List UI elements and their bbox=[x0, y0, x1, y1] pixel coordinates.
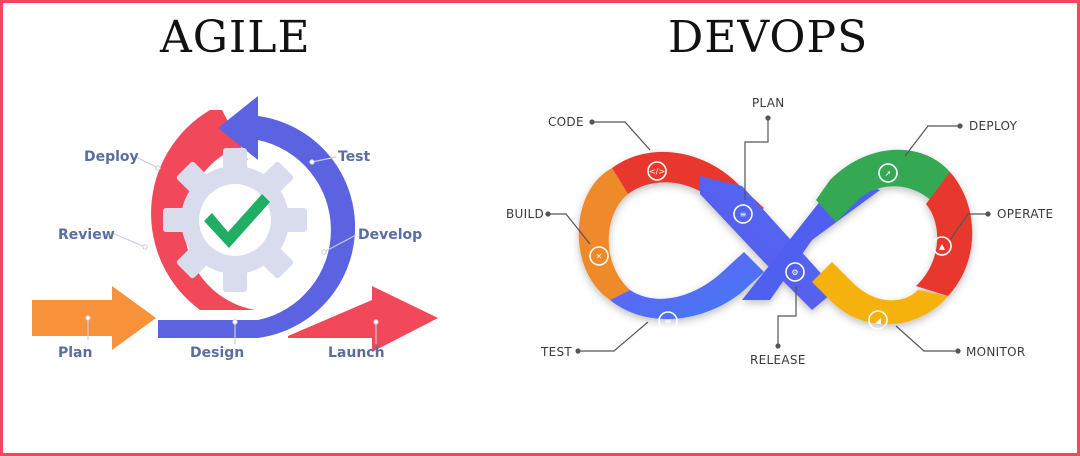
svg-text:≡: ≡ bbox=[740, 210, 747, 219]
devops-operate-segment bbox=[916, 172, 973, 296]
agile-label-test: Test bbox=[338, 149, 371, 165]
devops-label-deploy: DEPLOY bbox=[969, 119, 1018, 133]
operate-icon bbox=[932, 236, 952, 256]
checkmark-icon bbox=[204, 194, 270, 248]
devops-label-monitor: MONITOR bbox=[966, 345, 1026, 359]
agile-label-deploy: Deploy bbox=[84, 149, 139, 165]
plan-icon bbox=[733, 204, 753, 224]
agile-label-design: Design bbox=[190, 345, 244, 361]
svg-text:▲: ▲ bbox=[939, 242, 946, 251]
devops-infinity bbox=[578, 149, 973, 325]
code-icon bbox=[647, 161, 667, 181]
devops-label-plan: PLAN bbox=[752, 96, 785, 110]
devops-monitor-segment bbox=[812, 262, 948, 325]
agile-label-launch: Launch bbox=[328, 345, 385, 361]
devops-label-operate: OPERATE bbox=[997, 207, 1053, 221]
devops-build-segment bbox=[578, 168, 630, 300]
build-icon bbox=[589, 246, 609, 266]
svg-text:◢: ◢ bbox=[875, 316, 882, 325]
deploy-icon bbox=[878, 163, 898, 183]
devops-test-segment bbox=[610, 252, 764, 320]
gear-icon bbox=[163, 148, 307, 292]
monitor-icon bbox=[868, 310, 888, 330]
svg-text:</>: </> bbox=[649, 167, 665, 176]
devops-deploy-segment bbox=[816, 149, 950, 222]
agile-label-review: Review bbox=[58, 227, 115, 243]
devops-label-release: RELEASE bbox=[750, 353, 806, 367]
test-icon bbox=[658, 311, 678, 331]
release-icon bbox=[785, 262, 805, 282]
agile-red-arc bbox=[151, 110, 255, 310]
devops-label-test: TEST bbox=[540, 345, 572, 359]
devops-label-code: CODE bbox=[548, 115, 584, 129]
svg-text:⚙: ⚙ bbox=[791, 268, 798, 277]
agile-launch-arrow bbox=[288, 286, 438, 352]
agile-title: AGILE bbox=[160, 12, 311, 63]
devops-label-build: BUILD bbox=[506, 207, 544, 221]
agile-label-develop: Develop bbox=[358, 227, 422, 243]
agile-blue-arc bbox=[158, 96, 356, 338]
agile-plan-arrow bbox=[32, 286, 156, 350]
agile-label-plan: Plan bbox=[58, 345, 92, 361]
devops-title: DEVOPS bbox=[668, 12, 869, 63]
agile-cycle: Deploy Test Review Develop Plan Design L… bbox=[32, 96, 438, 361]
svg-text:➚: ➚ bbox=[885, 169, 892, 178]
svg-text:✕: ✕ bbox=[596, 252, 603, 261]
svg-text:≡: ≡ bbox=[665, 317, 672, 326]
